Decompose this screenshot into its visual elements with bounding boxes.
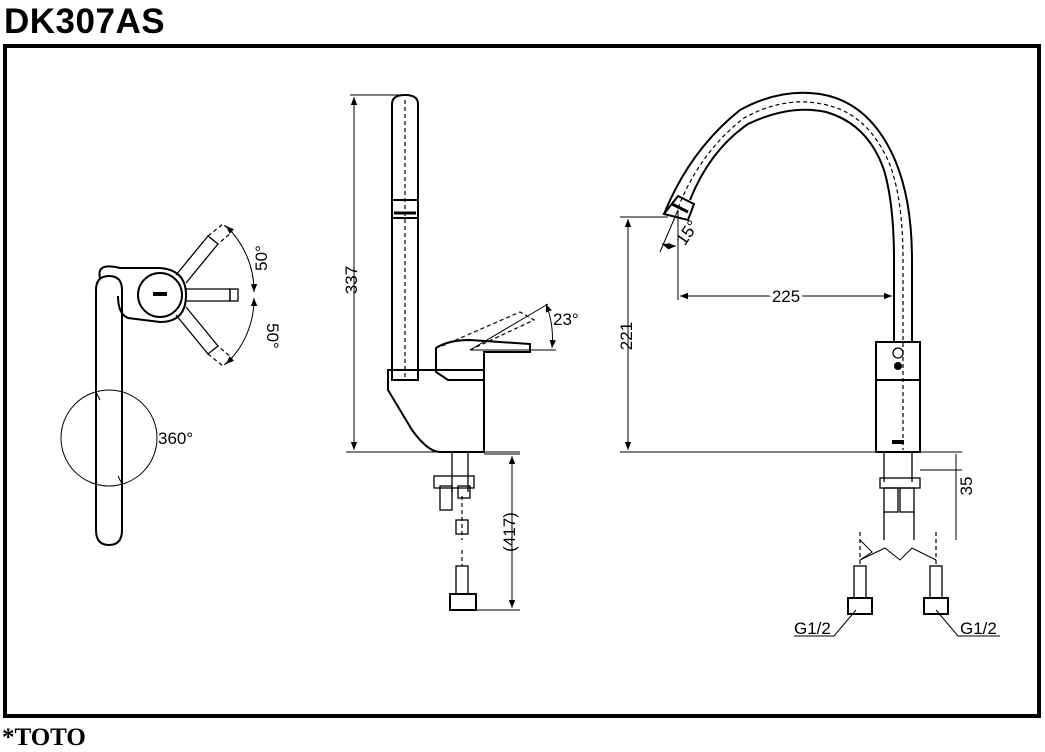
- height-337-label: 337: [342, 266, 361, 294]
- angle-50-down-label: 50°: [263, 323, 282, 349]
- thread-right-label: G1/2: [960, 619, 997, 638]
- shank-35-label: 35: [957, 477, 976, 496]
- hose-length-417-label: (417): [500, 512, 519, 552]
- front-view: [620, 91, 1000, 637]
- lever-angle-23-label: 23°: [553, 310, 579, 329]
- side-view: [346, 93, 556, 611]
- brand-name: TOTO: [14, 724, 86, 751]
- spout-reach-225-label: 225: [772, 287, 800, 306]
- drawing-frame: [3, 44, 1041, 718]
- brand-mark: *: [2, 724, 15, 751]
- top-view: [60, 223, 258, 547]
- spout-height-221-label: 221: [617, 322, 636, 350]
- rotation-360-label: 360°: [158, 429, 193, 448]
- angle-50-up-label: 50°: [252, 245, 271, 271]
- thread-left-label: G1/2: [794, 619, 831, 638]
- model-title: DK307AS: [4, 2, 166, 41]
- brand-logo: *TOTO: [2, 724, 86, 752]
- spout-angle-15-label: 15°: [672, 217, 702, 249]
